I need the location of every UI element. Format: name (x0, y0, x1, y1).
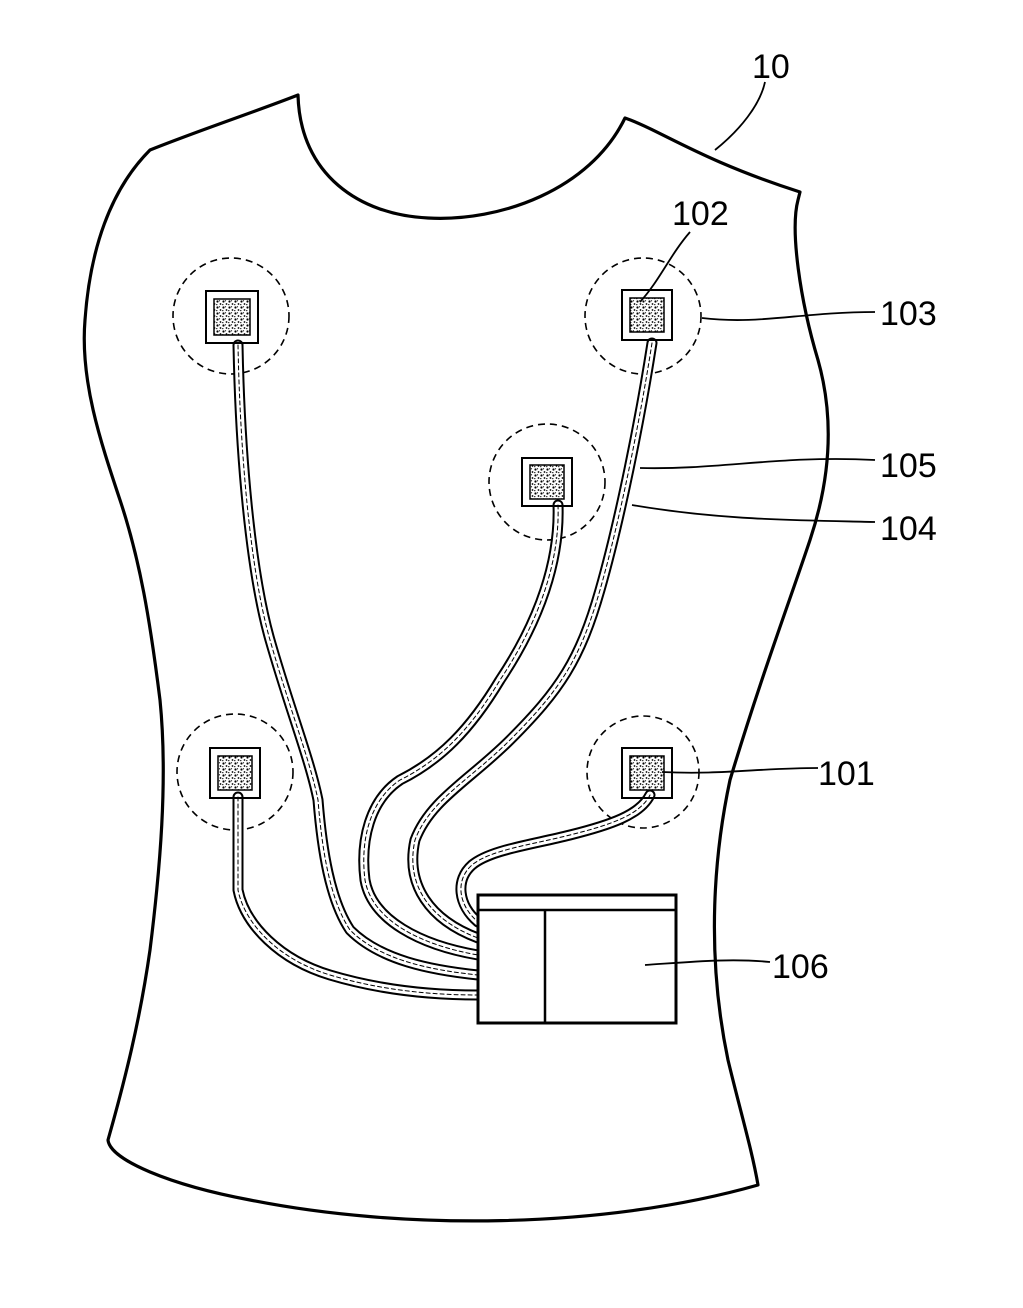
electrode-lower-right (621, 747, 673, 799)
label-conductive-line: 104 (880, 510, 937, 548)
leader-102 (639, 231, 691, 303)
label-garment: 10 (752, 48, 790, 86)
electrode-upper-left (205, 290, 259, 344)
leader-105 (639, 458, 876, 470)
electrode-upper-right (621, 289, 673, 341)
leader-106 (644, 959, 771, 966)
electrode-center (521, 457, 573, 507)
leader-104 (631, 504, 876, 523)
leader-103 (701, 311, 876, 321)
electrode-region-upper-left (172, 257, 290, 375)
leader-10 (714, 81, 766, 151)
label-line-cover: 105 (880, 447, 937, 485)
electrode-lower-left (209, 747, 261, 799)
label-electrode: 101 (818, 755, 875, 793)
control-unit-box (476, 893, 678, 1025)
cables (232, 337, 658, 1001)
label-electrode-pad: 102 (672, 195, 729, 233)
garment-outline (82, 93, 830, 1223)
leader-101 (661, 767, 819, 774)
electrode-region-center (488, 423, 606, 541)
label-control-unit: 106 (772, 948, 829, 986)
label-electrode-region: 103 (880, 295, 937, 333)
